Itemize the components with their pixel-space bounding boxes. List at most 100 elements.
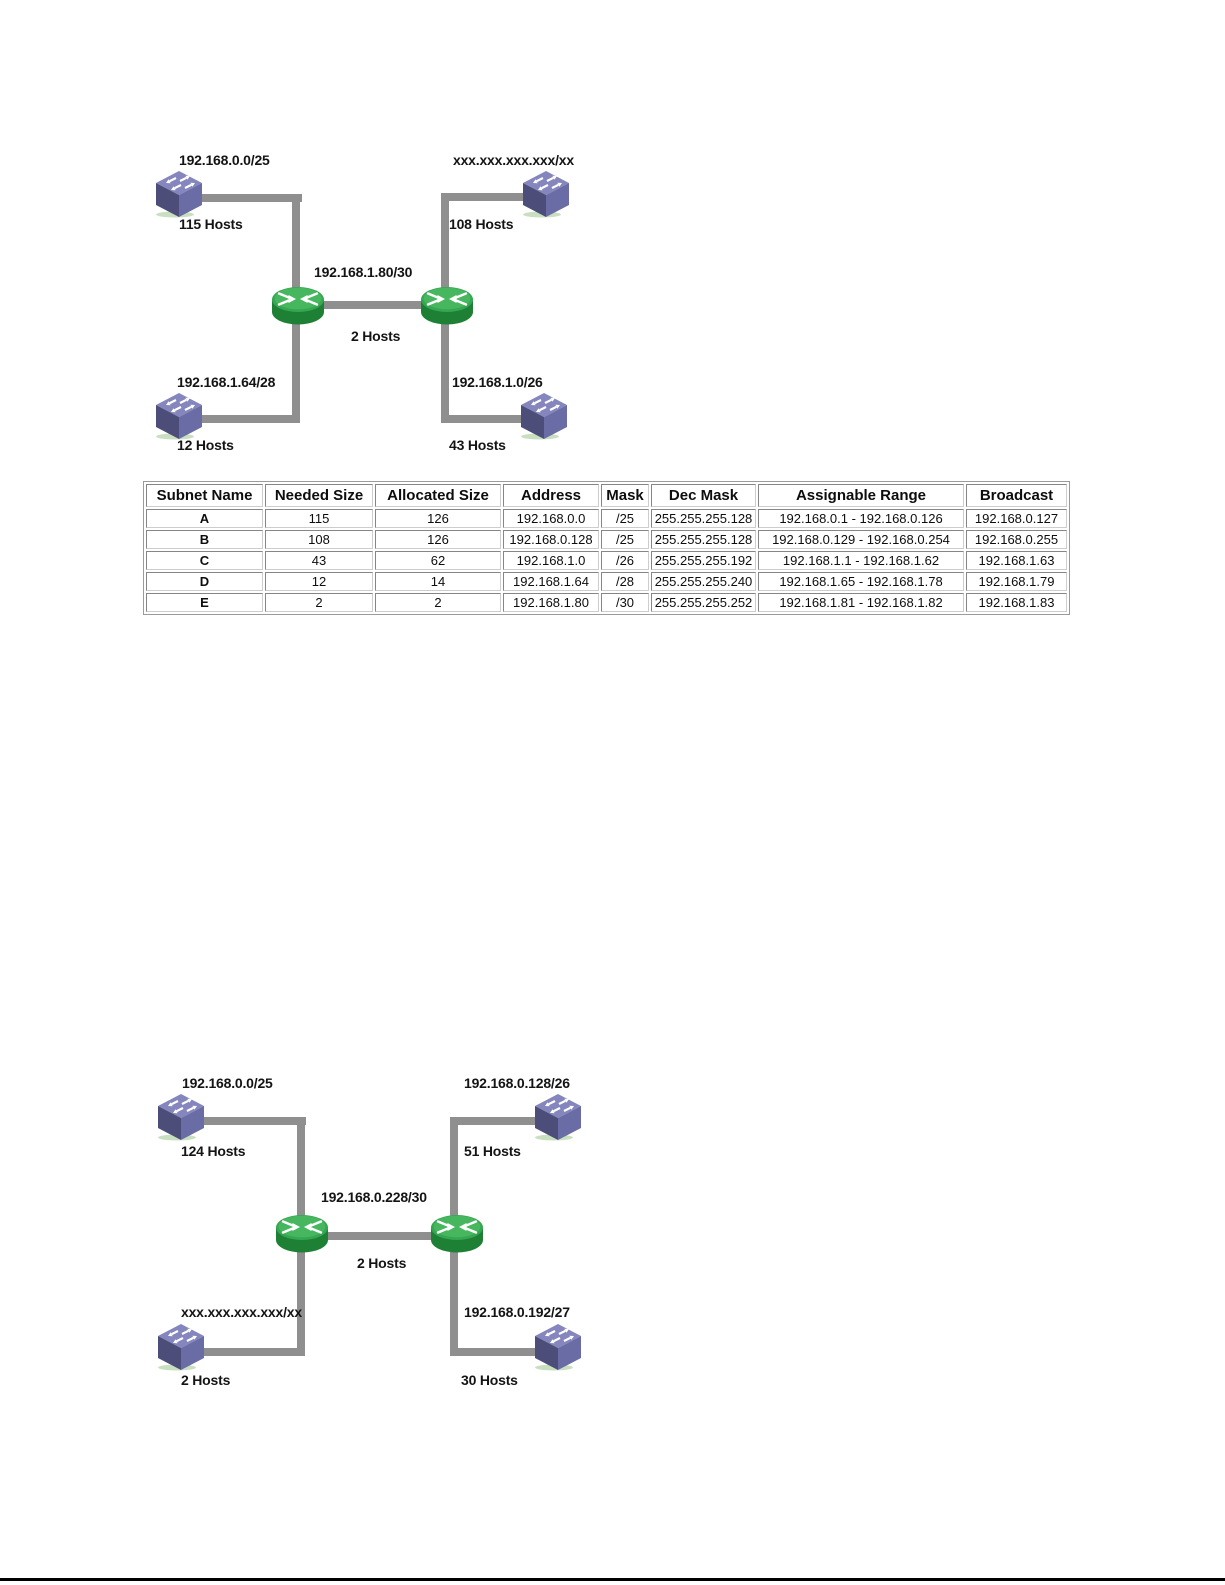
cell-subnet-name: B bbox=[146, 530, 263, 549]
switch-icon bbox=[154, 170, 204, 218]
cell-assignable-range: 192.168.0.129 - 192.168.0.254 bbox=[758, 530, 964, 549]
subnet-address-label: xxx.xxx.xxx.xxx/xx bbox=[453, 152, 574, 168]
cell-mask: /28 bbox=[601, 572, 649, 591]
cell-needed-size: 108 bbox=[265, 530, 373, 549]
link-line bbox=[441, 304, 449, 418]
link-line bbox=[441, 415, 526, 423]
cell-address: 192.168.1.64 bbox=[503, 572, 599, 591]
router-icon bbox=[269, 284, 327, 328]
link-line bbox=[442, 193, 537, 201]
router-icon bbox=[273, 1212, 331, 1256]
link-line bbox=[450, 1348, 538, 1356]
cell-subnet-name: A bbox=[146, 509, 263, 528]
cell-dec-mask: 255.255.255.128 bbox=[651, 509, 756, 528]
cell-allocated-size: 62 bbox=[375, 551, 501, 570]
host-count-label: 30 Hosts bbox=[461, 1372, 518, 1388]
cell-assignable-range: 192.168.0.1 - 192.168.0.126 bbox=[758, 509, 964, 528]
switch-icon bbox=[156, 1093, 206, 1141]
header-dec-mask: Dec Mask bbox=[651, 484, 756, 507]
cell-needed-size: 12 bbox=[265, 572, 373, 591]
cell-broadcast: 192.168.1.63 bbox=[966, 551, 1067, 570]
link-line bbox=[297, 1235, 305, 1352]
cell-allocated-size: 2 bbox=[375, 593, 501, 612]
cell-assignable-range: 192.168.1.1 - 192.168.1.62 bbox=[758, 551, 964, 570]
link-line bbox=[198, 194, 302, 202]
subnet-address-label: 192.168.0.0/25 bbox=[179, 152, 270, 168]
cell-address: 192.168.1.0 bbox=[503, 551, 599, 570]
table-row: A 115 126 192.168.0.0 /25 255.255.255.12… bbox=[146, 509, 1067, 528]
table-row: B 108 126 192.168.0.128 /25 255.255.255.… bbox=[146, 530, 1067, 549]
table-header-row: Subnet Name Needed Size Allocated Size A… bbox=[146, 484, 1067, 507]
cell-allocated-size: 126 bbox=[375, 530, 501, 549]
link-line bbox=[292, 304, 300, 418]
cell-allocated-size: 126 bbox=[375, 509, 501, 528]
host-count-label: 12 Hosts bbox=[177, 437, 234, 453]
cell-dec-mask: 255.255.255.252 bbox=[651, 593, 756, 612]
header-needed-size: Needed Size bbox=[265, 484, 373, 507]
link-line bbox=[297, 1117, 305, 1239]
switch-icon bbox=[533, 1323, 583, 1371]
subnet-address-label: 192.168.1.0/26 bbox=[452, 374, 543, 390]
subnet-address-label: 192.168.0.0/25 bbox=[182, 1075, 273, 1091]
page-bottom-rule bbox=[0, 1578, 1225, 1581]
switch-icon bbox=[521, 170, 571, 218]
cell-needed-size: 2 bbox=[265, 593, 373, 612]
router-icon bbox=[418, 284, 476, 328]
cell-needed-size: 115 bbox=[265, 509, 373, 528]
cell-dec-mask: 255.255.255.192 bbox=[651, 551, 756, 570]
cell-address: 192.168.0.0 bbox=[503, 509, 599, 528]
host-count-label: 2 Hosts bbox=[357, 1255, 407, 1271]
switch-icon bbox=[519, 392, 569, 440]
cell-broadcast: 192.168.0.127 bbox=[966, 509, 1067, 528]
cell-allocated-size: 14 bbox=[375, 572, 501, 591]
host-count-label: 43 Hosts bbox=[449, 437, 506, 453]
cell-broadcast: 192.168.1.83 bbox=[966, 593, 1067, 612]
subnet-address-label: 192.168.0.128/26 bbox=[464, 1075, 570, 1091]
link-line bbox=[441, 193, 449, 310]
link-line bbox=[450, 1117, 542, 1125]
cell-mask: /25 bbox=[601, 530, 649, 549]
link-line bbox=[297, 301, 447, 309]
table-row: E 2 2 192.168.1.80 /30 255.255.255.252 1… bbox=[146, 593, 1067, 612]
subnet-table: Subnet Name Needed Size Allocated Size A… bbox=[143, 481, 1070, 615]
link-line bbox=[301, 1232, 455, 1240]
table-row: C 43 62 192.168.1.0 /26 255.255.255.192 … bbox=[146, 551, 1067, 570]
link-line bbox=[198, 415, 300, 423]
link-line bbox=[200, 1117, 306, 1125]
cell-subnet-name: C bbox=[146, 551, 263, 570]
subnet-address-label: 192.168.0.192/27 bbox=[464, 1304, 570, 1320]
host-count-label: 108 Hosts bbox=[449, 216, 514, 232]
subnet-address-label: 192.168.1.64/28 bbox=[177, 374, 276, 390]
cell-broadcast: 192.168.0.255 bbox=[966, 530, 1067, 549]
header-mask: Mask bbox=[601, 484, 649, 507]
host-count-label: 115 Hosts bbox=[179, 216, 243, 232]
cell-dec-mask: 255.255.255.240 bbox=[651, 572, 756, 591]
host-count-label: 51 Hosts bbox=[464, 1143, 521, 1159]
switch-icon bbox=[156, 1323, 206, 1371]
cell-address: 192.168.0.128 bbox=[503, 530, 599, 549]
link-line bbox=[292, 194, 300, 310]
table-row: D 12 14 192.168.1.64 /28 255.255.255.240… bbox=[146, 572, 1067, 591]
header-assignable-range: Assignable Range bbox=[758, 484, 964, 507]
host-count-label: 2 Hosts bbox=[351, 328, 401, 344]
cell-address: 192.168.1.80 bbox=[503, 593, 599, 612]
host-count-label: 2 Hosts bbox=[181, 1372, 231, 1388]
link-line bbox=[450, 1235, 458, 1352]
link-line bbox=[450, 1117, 458, 1239]
cell-mask: /25 bbox=[601, 509, 649, 528]
header-broadcast: Broadcast bbox=[966, 484, 1067, 507]
cell-mask: /26 bbox=[601, 551, 649, 570]
subnet-address-label: 192.168.1.80/30 bbox=[314, 264, 413, 280]
router-icon bbox=[428, 1212, 486, 1256]
cell-broadcast: 192.168.1.79 bbox=[966, 572, 1067, 591]
cell-assignable-range: 192.168.1.81 - 192.168.1.82 bbox=[758, 593, 964, 612]
subnet-address-label: xxx.xxx.xxx.xxx/xx bbox=[181, 1304, 302, 1320]
subnet-address-label: 192.168.0.228/30 bbox=[321, 1189, 427, 1205]
header-allocated-size: Allocated Size bbox=[375, 484, 501, 507]
cell-dec-mask: 255.255.255.128 bbox=[651, 530, 756, 549]
cell-mask: /30 bbox=[601, 593, 649, 612]
cell-subnet-name: D bbox=[146, 572, 263, 591]
switch-icon bbox=[154, 392, 204, 440]
header-subnet-name: Subnet Name bbox=[146, 484, 263, 507]
